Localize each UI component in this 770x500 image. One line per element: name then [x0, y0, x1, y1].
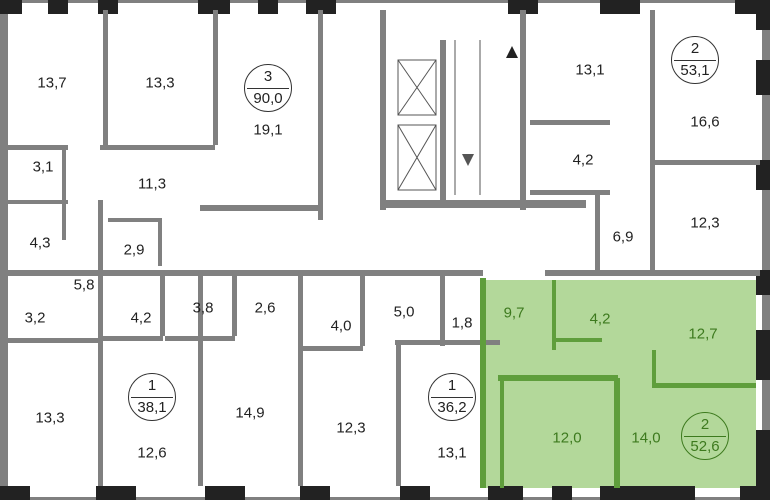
- apartment-badge[interactable]: 3 90,0: [244, 64, 292, 112]
- room-area: 4,3: [29, 234, 51, 252]
- apartment-badge-highlighted[interactable]: 2 52,6: [681, 412, 729, 460]
- apartment-rooms: 2: [690, 40, 700, 57]
- room-area: 12,6: [137, 444, 167, 462]
- room-area: 19,1: [253, 121, 283, 139]
- apartment-rooms: 2: [700, 416, 710, 433]
- room-area: 6,9: [612, 228, 634, 246]
- apartment-badge[interactable]: 1 38,1: [128, 373, 176, 421]
- room-area: 5,0: [393, 303, 415, 321]
- room-area: 4,2: [572, 151, 594, 169]
- stair-down-arrow-icon: [462, 154, 474, 166]
- room-area: 13,1: [575, 61, 605, 79]
- stair-up-arrow-icon: [506, 46, 518, 58]
- room-area: 9,7: [503, 304, 525, 322]
- staircase: [397, 40, 481, 195]
- interior-walls: [8, 10, 760, 486]
- room-area: 14,0: [631, 429, 661, 447]
- room-area: 14,9: [235, 404, 265, 422]
- highlighted-apartment-walls: [480, 278, 756, 488]
- apartment-badge[interactable]: 2 53,1: [671, 36, 719, 84]
- apartment-area: 36,2: [437, 399, 467, 416]
- room-area: 13,3: [145, 74, 175, 92]
- apartment-rooms: 3: [263, 68, 273, 85]
- apartment-rooms: 1: [447, 377, 457, 394]
- apartment-area: 38,1: [137, 399, 167, 416]
- room-area: 3,8: [192, 299, 214, 317]
- apartment-area: 52,6: [690, 438, 720, 455]
- apartment-badge[interactable]: 1 36,2: [428, 373, 476, 421]
- apartment-area: 53,1: [680, 62, 710, 79]
- room-area: 16,6: [690, 113, 720, 131]
- room-area: 4,2: [130, 309, 152, 327]
- room-area: 4,2: [589, 310, 611, 328]
- room-area: 2,9: [123, 241, 145, 259]
- room-area: 3,2: [24, 309, 46, 327]
- room-area: 3,1: [32, 158, 54, 176]
- room-area: 1,8: [451, 314, 473, 332]
- room-area: 11,3: [137, 175, 167, 193]
- room-area: 12,3: [336, 419, 366, 437]
- room-area: 12,3: [690, 214, 720, 232]
- room-area: 13,7: [37, 74, 67, 92]
- room-area: 13,3: [35, 409, 65, 427]
- room-area: 12,0: [552, 429, 582, 447]
- room-area: 5,8: [73, 276, 95, 294]
- apartment-area: 90,0: [253, 90, 283, 107]
- apartment-rooms: 1: [147, 377, 157, 394]
- room-area: 13,1: [437, 444, 467, 462]
- room-area: 12,7: [688, 325, 718, 343]
- room-area: 2,6: [254, 299, 276, 317]
- room-area: 4,0: [330, 317, 352, 335]
